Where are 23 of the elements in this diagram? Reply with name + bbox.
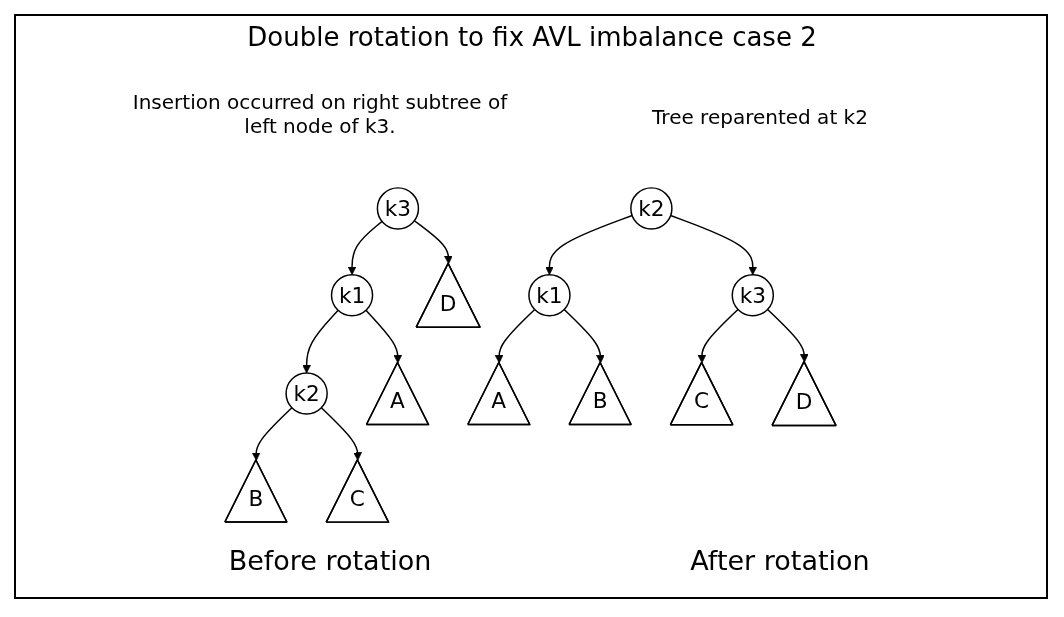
arrow	[766, 308, 809, 363]
arrow	[364, 309, 402, 364]
node-circle: k1	[527, 274, 571, 317]
caption-text: Before rotation	[227, 545, 433, 576]
diagram-title: Double rotation to fix AVL imbalance case 2	[246, 22, 818, 52]
node-circle: k3	[731, 274, 774, 317]
arrow	[347, 220, 383, 276]
arrow	[544, 214, 633, 276]
arrow	[413, 220, 453, 265]
node-circle: k2	[629, 187, 673, 230]
arrow	[494, 308, 536, 364]
arrow	[563, 308, 605, 364]
arrow	[301, 309, 339, 374]
arrow	[669, 214, 757, 276]
arrow	[697, 308, 739, 364]
note-text: Tree reparented at k2	[651, 105, 869, 129]
node-circle: k3	[376, 187, 419, 230]
node-circle: k1	[330, 274, 373, 317]
caption-text: After rotation	[689, 545, 871, 576]
arrow	[251, 407, 293, 461]
arrow	[320, 407, 362, 461]
node-circle: k2	[284, 372, 328, 415]
note-text: Insertion occurred on right subtree of left node of k3.	[131, 90, 509, 138]
